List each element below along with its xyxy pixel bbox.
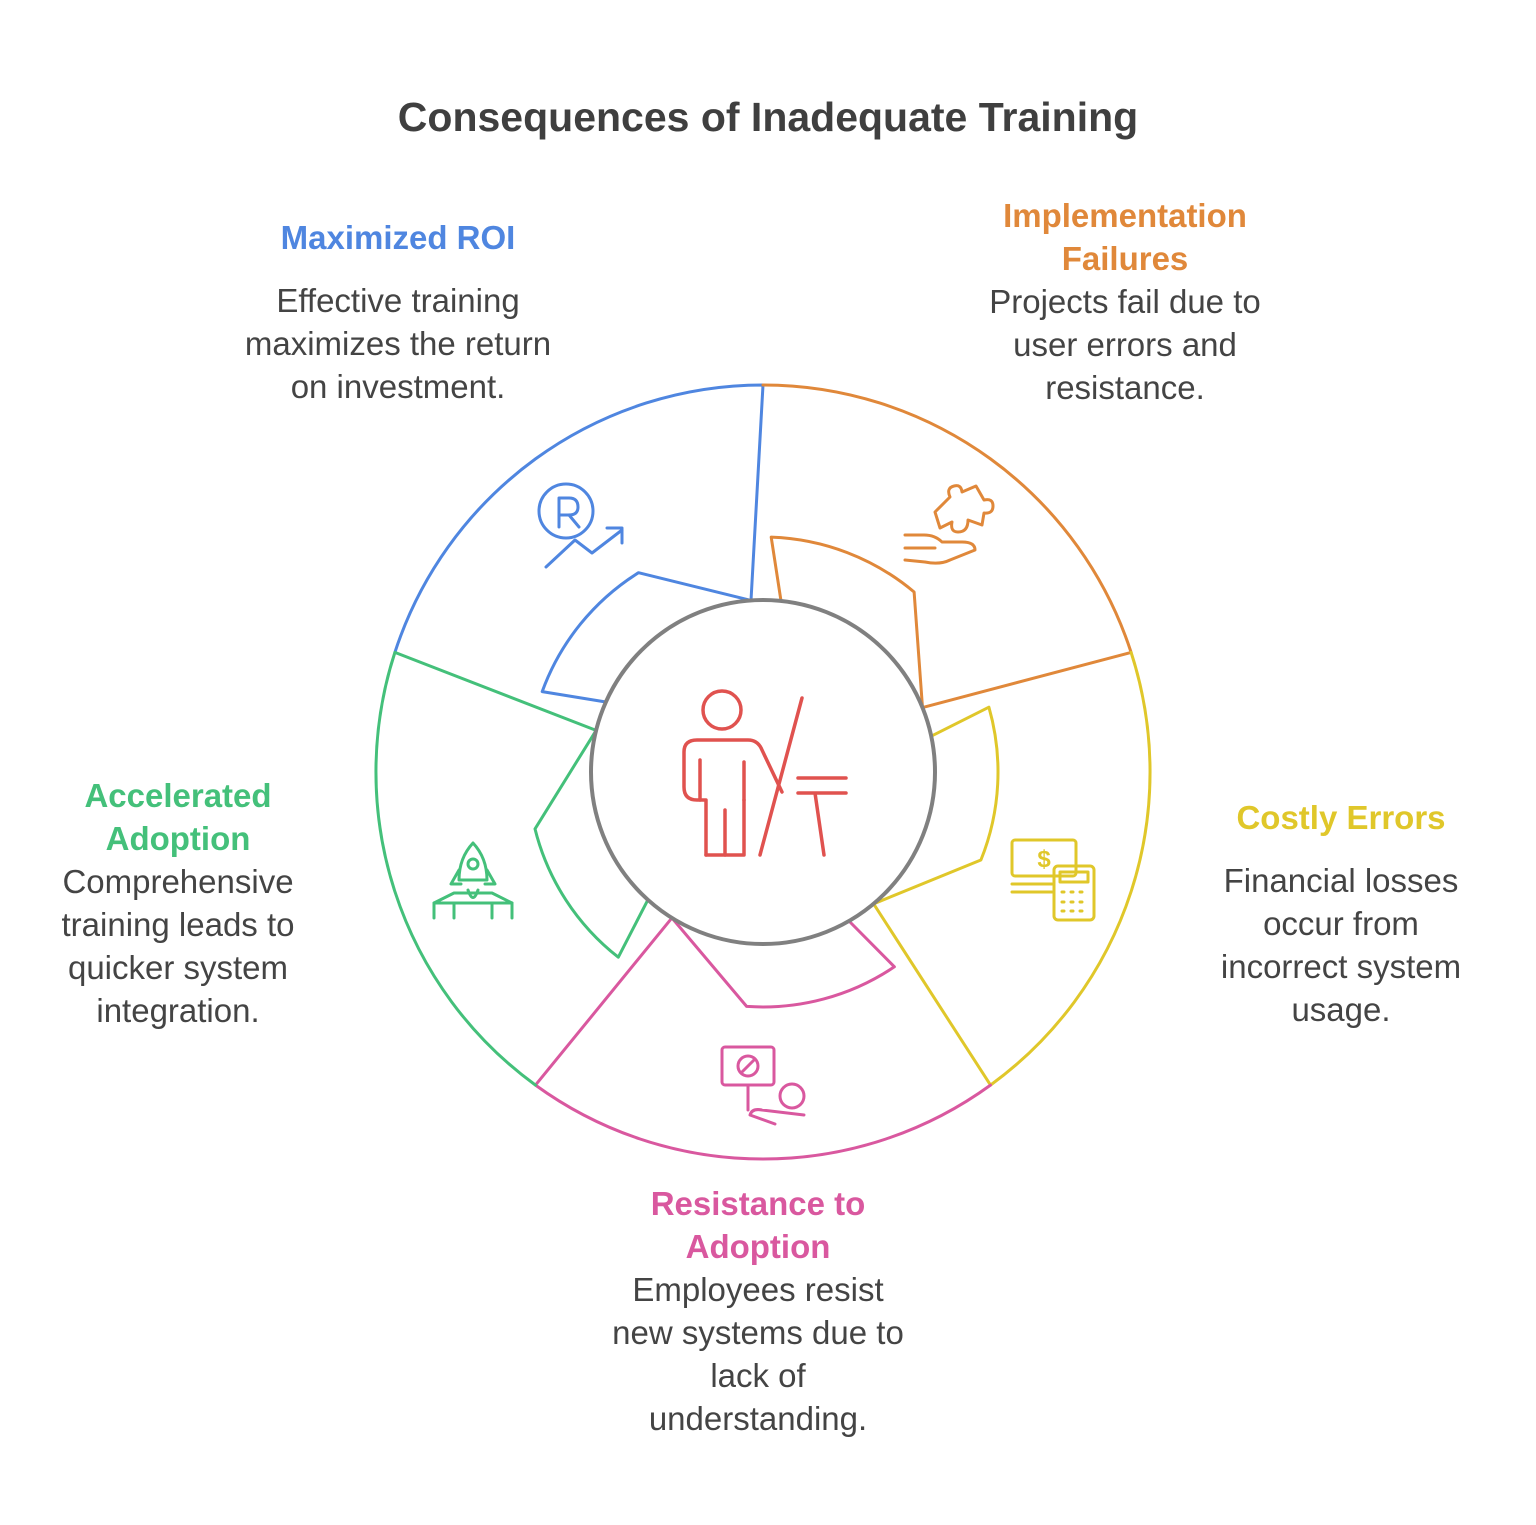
rupee-growth-icon [537,482,624,569]
segment-adoption-arc [374,650,650,1087]
page-title: Consequences of Inadequate Training [397,94,1139,140]
segment-description-resistance: Employees resist new systems due to lack… [612,1271,904,1437]
segment-description-errors: Financial losses occur from incorrect sy… [1220,862,1462,1028]
segment-description-adoption: Comprehensive training leads to quicker … [61,863,295,1029]
center-hub [589,598,937,946]
segment-title-resistance: Resistance to Adoption [650,1185,866,1265]
label-roi: Maximized ROI Effective training maximiz… [243,216,553,408]
trainer-icon [682,689,848,857]
label-errors: Costly Errors Financial losses occur fro… [1196,796,1486,1031]
blocked-sign-person-icon [720,1045,806,1126]
segment-title-errors: Costly Errors [1236,799,1446,836]
segment-errors-arc [872,650,1152,1087]
segment-title-roi: Maximized ROI [280,219,516,256]
segment-description-roi: Effective training maximizes the return … [244,282,552,405]
label-implementation: Implementation Failures Projects fail du… [970,194,1280,409]
puzzle-hand-icon [903,484,995,565]
segment-description-implementation: Projects fail due to user errors and res… [989,283,1261,406]
segment-resistance-arc [534,916,992,1161]
label-resistance: Resistance to Adoption Employees resist … [608,1182,908,1440]
dollar-symbol: $ [1037,846,1051,873]
segment-title-adoption: Accelerated Adoption [84,777,272,857]
segment-roi-arc [393,383,765,704]
segment-title-implementation: Implementation Failures [1003,197,1247,277]
rocket-launch-icon [432,841,514,920]
label-adoption: Accelerated Adoption Comprehensive train… [28,774,328,1032]
money-calculator-icon [1010,838,1096,922]
segment-implementation-arc [761,383,1133,710]
